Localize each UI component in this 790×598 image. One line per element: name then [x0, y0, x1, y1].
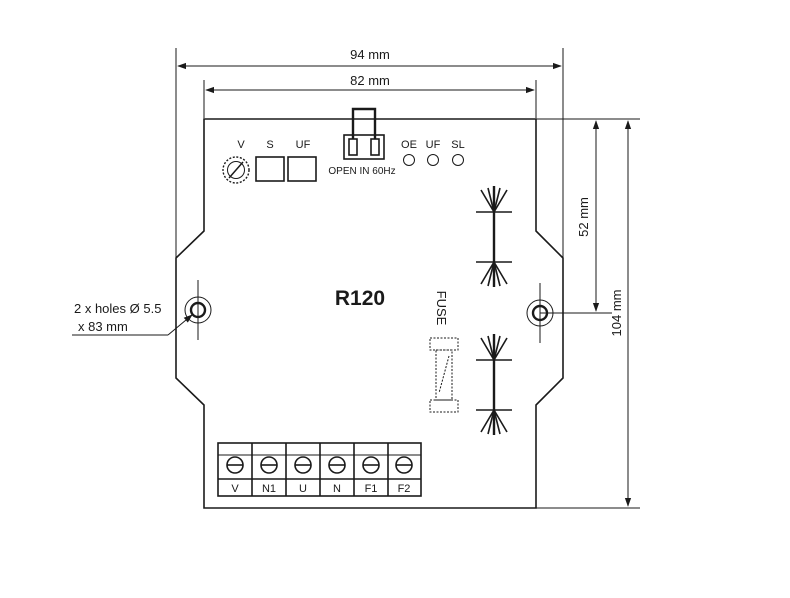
mounting-hole-right	[526, 283, 554, 343]
terminal-f1-label: F1	[365, 483, 378, 495]
terminal-f2-label: F2	[398, 483, 411, 495]
terminal-u-screw[interactable]	[294, 456, 312, 474]
dim-104-label: 104 mm	[609, 290, 624, 337]
mounting-hole-left	[184, 280, 212, 340]
pot-v-knob[interactable]	[222, 156, 250, 184]
dim-52-label: 52 mm	[576, 197, 591, 237]
extension-lines	[175, 48, 640, 509]
terminal-f1-screw[interactable]	[362, 456, 380, 474]
led-sl-label: SL	[451, 139, 464, 151]
terminal-n-label: N	[333, 483, 341, 495]
led-sl	[452, 154, 464, 166]
holes-label-line2: x 83 mm	[78, 319, 128, 334]
terminal-v-label: V	[231, 483, 239, 495]
holes-label-line1: 2 x holes Ø 5.5	[74, 301, 161, 316]
dim-82-label: 82 mm	[350, 73, 390, 88]
terminal-n-screw[interactable]	[328, 456, 346, 474]
switch-s-label: S	[266, 139, 273, 151]
switch-uf-label: UF	[296, 139, 311, 151]
terminal-f2-screw[interactable]	[395, 456, 413, 474]
dimension-lines	[177, 62, 632, 507]
terminal-u-label: U	[299, 483, 307, 495]
led-oe-label: OE	[401, 139, 417, 151]
holes-leader	[72, 314, 193, 336]
switch-uf[interactable]	[287, 156, 317, 182]
terminal-v-screw[interactable]	[226, 456, 244, 474]
diode-lower	[476, 334, 512, 435]
fuse-holder	[429, 337, 459, 413]
terminal-block	[217, 442, 422, 497]
jumper-60hz[interactable]	[343, 107, 385, 160]
model-label: R120	[335, 287, 385, 310]
led-uf-label: UF	[426, 139, 441, 151]
led-oe	[403, 154, 415, 166]
switch-s[interactable]	[255, 156, 285, 182]
jumper-label: OPEN IN 60Hz	[328, 166, 395, 177]
dim-94-label: 94 mm	[350, 47, 390, 62]
fuse-label: FUSE	[434, 291, 449, 326]
board-outline	[175, 118, 564, 509]
diode-upper	[476, 186, 512, 287]
led-uf	[427, 154, 439, 166]
pot-v-label: V	[237, 139, 245, 151]
terminal-n1-label: N1	[262, 483, 276, 495]
terminal-n1-screw[interactable]	[260, 456, 278, 474]
